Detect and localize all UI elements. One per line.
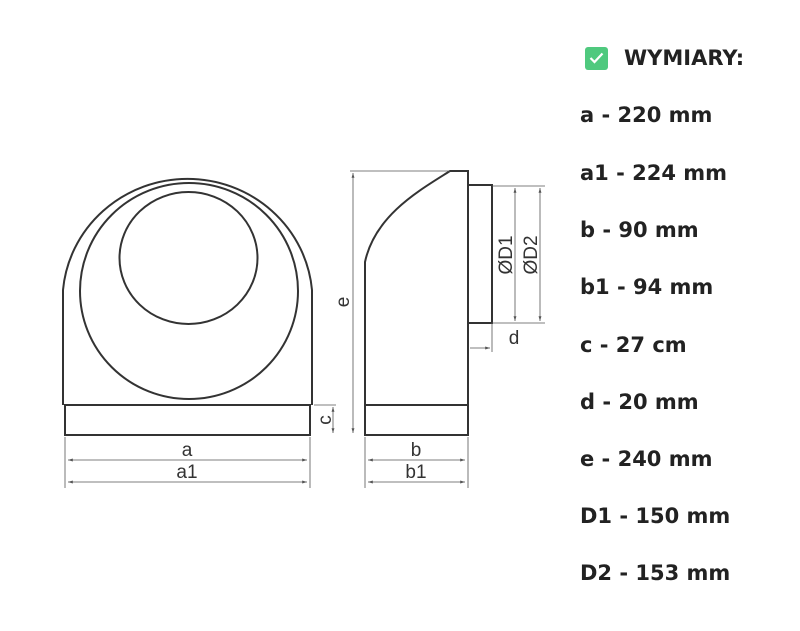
label-d1: ØD1: [496, 235, 517, 274]
front-view: a a1 c: [62, 177, 336, 488]
label-d2: ØD2: [521, 235, 542, 274]
dimension-a1: a1 - 224 mm: [580, 161, 728, 185]
dimension-d2: D2 - 153 mm: [580, 561, 731, 585]
dimension-a: a - 220 mm: [580, 103, 713, 127]
side-view: e ØD1 ØD2 d b b1: [333, 170, 545, 488]
label-a: a: [182, 440, 193, 461]
dimension-e: e - 240 mm: [580, 447, 713, 471]
dimension-b: b - 90 mm: [580, 218, 699, 242]
dimension-b1: b1 - 94 mm: [580, 275, 714, 299]
label-c: c: [315, 415, 336, 425]
label-b: b: [411, 440, 422, 461]
technical-drawing: a a1 c e ØD1 ØD2 d b b1: [62, 170, 545, 488]
check-icon: [585, 46, 608, 70]
dimensions-title: WYMIARY:: [624, 46, 745, 70]
label-e: e: [333, 297, 354, 308]
dimensions-header: WYMIARY:: [585, 46, 744, 70]
label-b1: b1: [405, 462, 426, 483]
dimension-d1: D1 - 150 mm: [580, 504, 731, 528]
dimension-d: d - 20 mm: [580, 390, 699, 414]
dimension-c: c - 27 cm: [580, 333, 687, 357]
label-a1: a1: [176, 462, 197, 483]
label-d: d: [509, 328, 520, 349]
